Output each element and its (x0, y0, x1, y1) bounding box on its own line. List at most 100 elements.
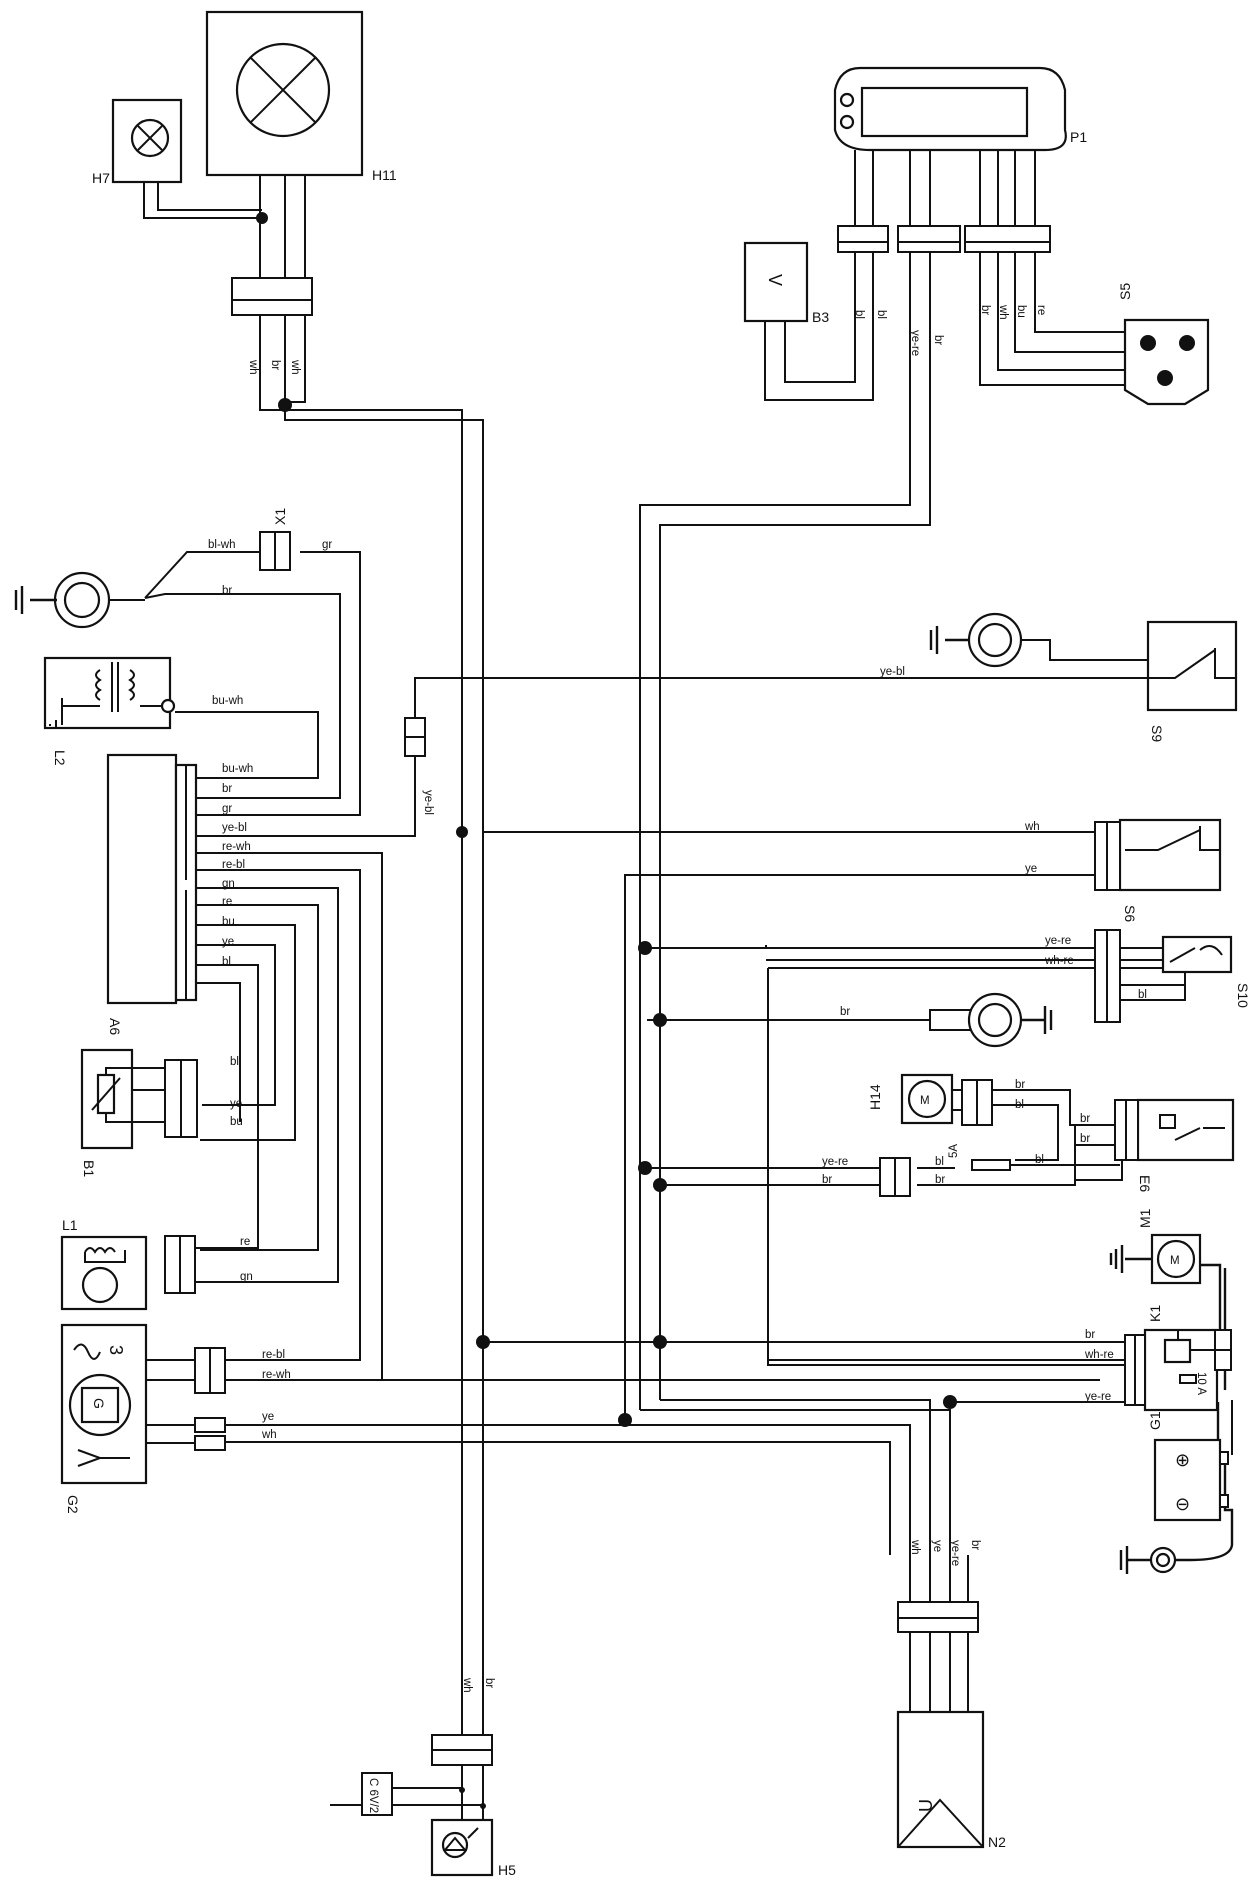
g2-generator-symbol: G (91, 1398, 107, 1409)
fuse-5a: 5A (948, 1144, 1011, 1171)
wire-label: br (1085, 1329, 1095, 1341)
wire-label: br (1015, 1079, 1025, 1091)
wire-label: br (1080, 1113, 1090, 1125)
fuse-5a-rating: 5A (948, 1144, 960, 1158)
indicator-h14: M H14 (867, 1073, 993, 1126)
meter-symbol: V (765, 274, 785, 286)
switch-s6: S6 (1094, 818, 1222, 922)
wire-label: bu (222, 916, 235, 928)
starter-motor-m1: M M1 (1109, 1208, 1202, 1285)
wire-label: br (483, 1678, 495, 1688)
wire-label: bl (935, 1156, 944, 1168)
unit-n2: U N2 (896, 1601, 1006, 1850)
ground-eyelet-s9 (929, 612, 1148, 668)
p1-label: P1 (1070, 129, 1087, 145)
wire-label: br (935, 1174, 945, 1186)
e6-label: E6 (1137, 1175, 1153, 1192)
a6-label: A6 (107, 1018, 123, 1035)
l2-label: L2 (52, 750, 68, 766)
wire-label: ye (262, 1411, 274, 1423)
wire-label: ye-re (1045, 935, 1071, 947)
wire-junctions (256, 212, 957, 1809)
wire-label: re-wh (262, 1369, 291, 1381)
headlight-h11: H11 (205, 10, 397, 316)
ground-eyelet-mid-right (929, 992, 1053, 1048)
wire-label: bl (875, 310, 887, 319)
wire-label: bl (222, 956, 231, 968)
wire-label: ye (931, 1540, 943, 1552)
wire-label: ye (230, 1098, 242, 1110)
k1-label: K1 (1147, 1305, 1163, 1322)
inline-connector-fuse (879, 1157, 911, 1197)
battery-positive: ⊕ (1175, 1450, 1190, 1470)
h5-label: H5 (498, 1862, 516, 1878)
b1-label: B1 (81, 1160, 97, 1177)
meter-b3: V B3 (743, 241, 829, 325)
wire-harness (143, 132, 1234, 1835)
wire-label: br (822, 1174, 832, 1186)
inline-connector-ye-bl (404, 717, 426, 757)
wire-label: ye-bl (422, 790, 434, 815)
b3-label: B3 (812, 309, 829, 325)
h11-label: H11 (372, 167, 397, 183)
x1-label: X1 (272, 508, 288, 525)
wire-label: br (222, 783, 232, 795)
wire-label: re (1035, 305, 1047, 315)
wire-label: wh-re (1044, 955, 1074, 967)
connector-x1: X1 (259, 508, 291, 571)
wire-label: gr (322, 539, 332, 551)
capacitor: C 6V/2 (361, 1772, 393, 1816)
wire-label: wh (261, 1429, 277, 1441)
wire-label: wh (1024, 821, 1040, 833)
wire-label: ye-bl (880, 666, 905, 678)
wire-label: ye (1025, 863, 1037, 875)
h14-motor-symbol: M (920, 1095, 930, 1107)
wire-label: wh (909, 1539, 921, 1555)
g2-phase-symbol: 3 (106, 1345, 126, 1355)
fuse-10a-rating: 10 A (1195, 1372, 1207, 1395)
wire-label: ye-re (909, 330, 921, 356)
wire-label: bl (230, 1056, 239, 1068)
wire-label: ye-re (949, 1540, 961, 1566)
wire-label: br (269, 360, 281, 370)
s6-label: S6 (1122, 905, 1138, 922)
ecu-a6: A6 (106, 753, 198, 1035)
wire-label: bl (1138, 989, 1147, 1001)
g1-label: G1 (1147, 1411, 1163, 1430)
wire-label: br (222, 585, 232, 597)
wire-label: bu-wh (222, 763, 253, 775)
lamp-h7: H7 (92, 98, 183, 186)
wire-label: ye-re (822, 1156, 848, 1168)
wire-label: bu (1015, 305, 1027, 318)
wire-label: br (1080, 1133, 1090, 1145)
sensor-b1: B1 (80, 1048, 198, 1177)
switch-s10: bl S10 (1094, 929, 1251, 1023)
coil-l2: L2 (43, 656, 176, 766)
wire-label: bl (1015, 1099, 1024, 1111)
instrument-p1: P1 (833, 66, 1087, 253)
wire-label: wh (997, 304, 1009, 320)
s9-label: S9 (1149, 725, 1165, 742)
s5-label: S5 (1117, 283, 1133, 300)
switch-s5: S5 (1117, 283, 1210, 406)
wire-label: re (222, 896, 232, 908)
wire-label: gr (222, 803, 232, 815)
wire-label: wh (289, 359, 301, 375)
wire-label: re-bl (222, 859, 245, 871)
wire-label: bl-wh (208, 539, 235, 551)
wire-label: bu (230, 1116, 243, 1128)
wire-label: re-bl (262, 1349, 285, 1361)
ground-eyelet-upper-left (14, 571, 145, 629)
capacitor-rating: C 6V/2 (367, 1778, 379, 1813)
wire-label: bl (853, 310, 865, 319)
switch-s9: S9 (1146, 620, 1238, 742)
relay-k1: 10 A K1 (1124, 1305, 1232, 1412)
wire-label: gn (222, 878, 235, 890)
wire-label: ye-re (1085, 1391, 1111, 1403)
horn-h5: H5 (430, 1734, 516, 1878)
wire-label: bu-wh (212, 695, 243, 707)
wire-label: re-wh (222, 841, 251, 853)
wire-label: wh (461, 1677, 473, 1693)
wire-label: gn (240, 1271, 253, 1283)
